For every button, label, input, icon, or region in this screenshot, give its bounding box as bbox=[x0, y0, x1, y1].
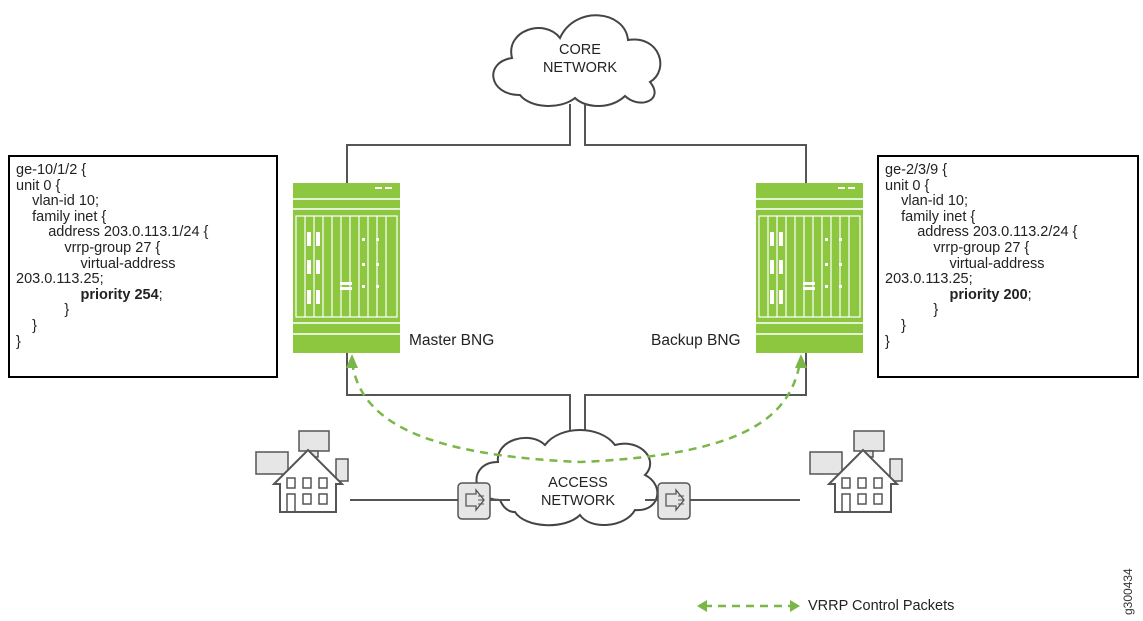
vrrp-control-packets-path bbox=[350, 361, 802, 464]
config-line: } bbox=[16, 302, 70, 319]
master-bng-label: Master BNG bbox=[409, 332, 495, 349]
access-network-line1: ACCESS bbox=[548, 475, 608, 491]
config-line: ge-2/3/9 { bbox=[885, 162, 948, 178]
vrrp-arrow-backup-icon bbox=[795, 354, 807, 368]
config-line: } bbox=[885, 333, 890, 350]
core-network-line1: CORE bbox=[559, 42, 601, 58]
backup-bng-label: Backup BNG bbox=[651, 332, 741, 349]
left-access-switch-icon bbox=[457, 482, 491, 520]
config-line: vlan-id 10; bbox=[885, 193, 969, 210]
config-line: } bbox=[16, 317, 37, 334]
vrrp-arrow-master-icon bbox=[346, 354, 358, 368]
config-line: ge-10/1/2 { bbox=[16, 162, 87, 178]
config-line: family inet { bbox=[885, 208, 976, 225]
config-priority-line: priority 254; bbox=[80, 286, 163, 303]
backup-bng-router bbox=[756, 183, 863, 353]
legend-label: VRRP Control Packets bbox=[808, 598, 955, 614]
figure-id: g300434 bbox=[1121, 568, 1135, 615]
priority-value: priority 254 bbox=[80, 286, 159, 303]
right-subscriber-home-icon bbox=[809, 430, 903, 513]
config-line: vrrp-group 27 { bbox=[16, 239, 161, 256]
config-priority-line: priority 200; bbox=[949, 286, 1032, 303]
access-links bbox=[346, 353, 807, 440]
config-line: 203.0.113.25; bbox=[16, 271, 104, 288]
config-line: vrrp-group 27 { bbox=[885, 239, 1030, 256]
core-network-line2: NETWORK bbox=[542, 60, 618, 76]
core-network-label: CORE NETWORK bbox=[530, 41, 630, 77]
config-line: unit 0 { bbox=[885, 177, 930, 194]
master-config-box: ge-10/1/2 { unit 0 { vlan-id 10; family … bbox=[8, 155, 278, 378]
config-line: virtual-address bbox=[885, 255, 1045, 272]
master-bng-router bbox=[293, 183, 400, 353]
config-line: 203.0.113.25; bbox=[885, 271, 973, 288]
config-line: } bbox=[885, 302, 939, 319]
access-network-line2: NETWORK bbox=[540, 493, 616, 509]
left-subscriber-home-icon bbox=[255, 430, 349, 513]
backup-config-box: ge-2/3/9 { unit 0 { vlan-id 10; family i… bbox=[877, 155, 1139, 378]
access-network-label: ACCESS NETWORK bbox=[528, 474, 628, 510]
config-line: address 203.0.113.2/24 { bbox=[885, 224, 1078, 241]
access-network-cloud bbox=[475, 429, 659, 527]
core-network-cloud bbox=[492, 14, 662, 107]
config-line: family inet { bbox=[16, 208, 107, 225]
legend-vrrp-arrow-icon bbox=[697, 600, 800, 612]
config-line: } bbox=[885, 317, 906, 334]
config-line: vlan-id 10; bbox=[16, 193, 100, 210]
config-line: unit 0 { bbox=[16, 177, 61, 194]
config-line: } bbox=[16, 333, 21, 350]
right-access-switch-icon bbox=[657, 482, 691, 520]
config-line: address 203.0.113.1/24 { bbox=[16, 224, 209, 241]
priority-value: priority 200 bbox=[949, 286, 1028, 303]
core-links bbox=[346, 104, 807, 183]
config-line: virtual-address bbox=[16, 255, 176, 272]
